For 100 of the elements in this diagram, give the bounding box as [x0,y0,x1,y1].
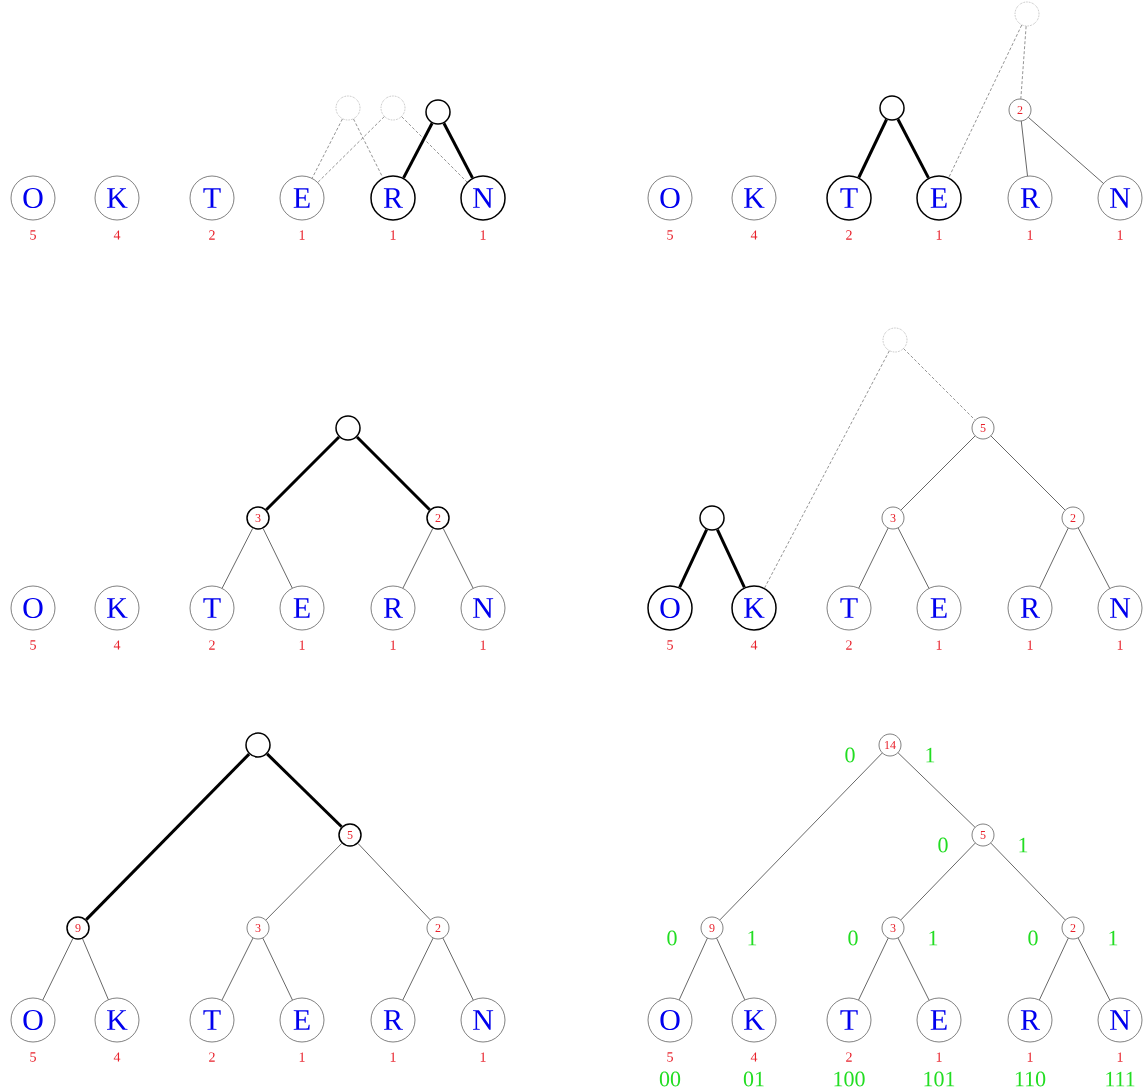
tree-edge [262,528,293,589]
tree-edge [900,842,976,921]
edge-label: 0 [845,747,855,763]
weight-label: 4 [750,1052,758,1062]
weight-label: 1 [299,1052,305,1062]
tree-edge [355,435,431,511]
tree-edge [266,752,343,828]
edge-label: 1 [929,930,938,946]
code-label: 111 [1106,1071,1135,1087]
edge-label: 0 [938,837,948,853]
weight-label: 5 [667,230,673,240]
weight-label: 2 [209,1052,215,1062]
edge-label: 0 [1028,930,1038,946]
tree-edge [442,937,474,1001]
tree-edge [990,435,1066,511]
weight-label: 1 [480,640,486,650]
weight-label: 5 [30,640,36,650]
tree-edge [42,938,74,1001]
code-label: 00 [659,1071,681,1087]
weight-label: 1 [390,1052,396,1062]
tree-edge [897,752,976,828]
tree-edge [678,937,708,1001]
code-label: 100 [834,1071,865,1087]
tree-edge [858,937,889,1001]
tree-edge [357,843,431,921]
weight-label: 2 [846,230,852,240]
code-label: 101 [924,1071,955,1087]
empty-circle [245,732,271,758]
weight-label: 1 [1027,1052,1033,1062]
tree-edge [265,843,343,921]
tree-edge [311,118,343,179]
tree-edge [85,753,251,921]
weight-label: 1 [1027,640,1033,650]
weight-label: 1 [936,230,942,240]
tree-edge [221,937,254,1001]
tree-edge [678,528,708,589]
tree-edge [442,122,474,179]
weight-label: 1 [1117,1052,1123,1062]
empty-circle [1014,1,1040,27]
weight-label: 1 [1117,640,1123,650]
tree-edge [897,937,930,1001]
empty-circle [380,95,406,121]
weight-label: 1 [480,1052,486,1062]
tree-edge [401,116,468,183]
weight-label: 5 [667,1052,673,1062]
tree-edge [317,116,385,183]
tree-edge [262,937,293,1001]
weight-label: 2 [846,640,852,650]
weight-label: 1 [936,1052,942,1062]
empty-circle [335,95,361,121]
tree-edge [1077,527,1110,589]
tree-edge [402,528,434,589]
tree-edge [442,528,474,589]
tree-edge [1021,120,1028,177]
weight-label: 5 [667,640,673,650]
tree-edge [1077,937,1111,1001]
tree-edge [716,937,746,1001]
tree-edge [764,350,890,589]
weight-label: 1 [390,640,396,650]
tree-edge [265,435,341,511]
edge-label: 1 [748,930,757,946]
code-label: 110 [1015,1071,1046,1087]
tree-edge [1028,117,1104,184]
weight-label: 2 [209,640,215,650]
weight-label: 2 [209,230,215,240]
edge-label: 1 [1109,930,1118,946]
edge-label: 0 [667,930,677,946]
weight-label: 1 [1117,230,1123,240]
tree-edge [353,118,384,178]
tree-edge [402,937,434,1001]
weight-label: 5 [30,230,36,240]
edge-label: 1 [926,747,935,763]
weight-label: 2 [846,1052,852,1062]
tree-edge [990,842,1066,921]
empty-circle [879,95,905,121]
tree-edge [221,528,253,589]
tree-edge [719,752,883,921]
weight-label: 5 [30,1052,36,1062]
tree-edge [82,938,109,1000]
weight-label: 1 [390,230,396,240]
weight-label: 4 [113,640,121,650]
empty-circle [335,415,361,441]
tree-edge [896,118,930,179]
weight-label: 4 [750,640,758,650]
weight-label: 1 [480,230,486,240]
tree-edge [857,118,888,179]
tree-edge [716,528,746,589]
tree-edge [903,348,976,421]
tree-edge [948,24,1022,178]
tree-edge [900,435,976,511]
tree-edge [1020,25,1027,100]
weight-label: 1 [936,640,942,650]
empty-circle [882,327,908,353]
empty-circle [699,505,725,531]
weight-label: 1 [299,640,305,650]
weight-label: 4 [113,230,121,240]
weight-label: 1 [1027,230,1033,240]
edge-label: 0 [848,930,858,946]
tree-edge [1039,937,1069,1001]
empty-circle [425,99,451,125]
